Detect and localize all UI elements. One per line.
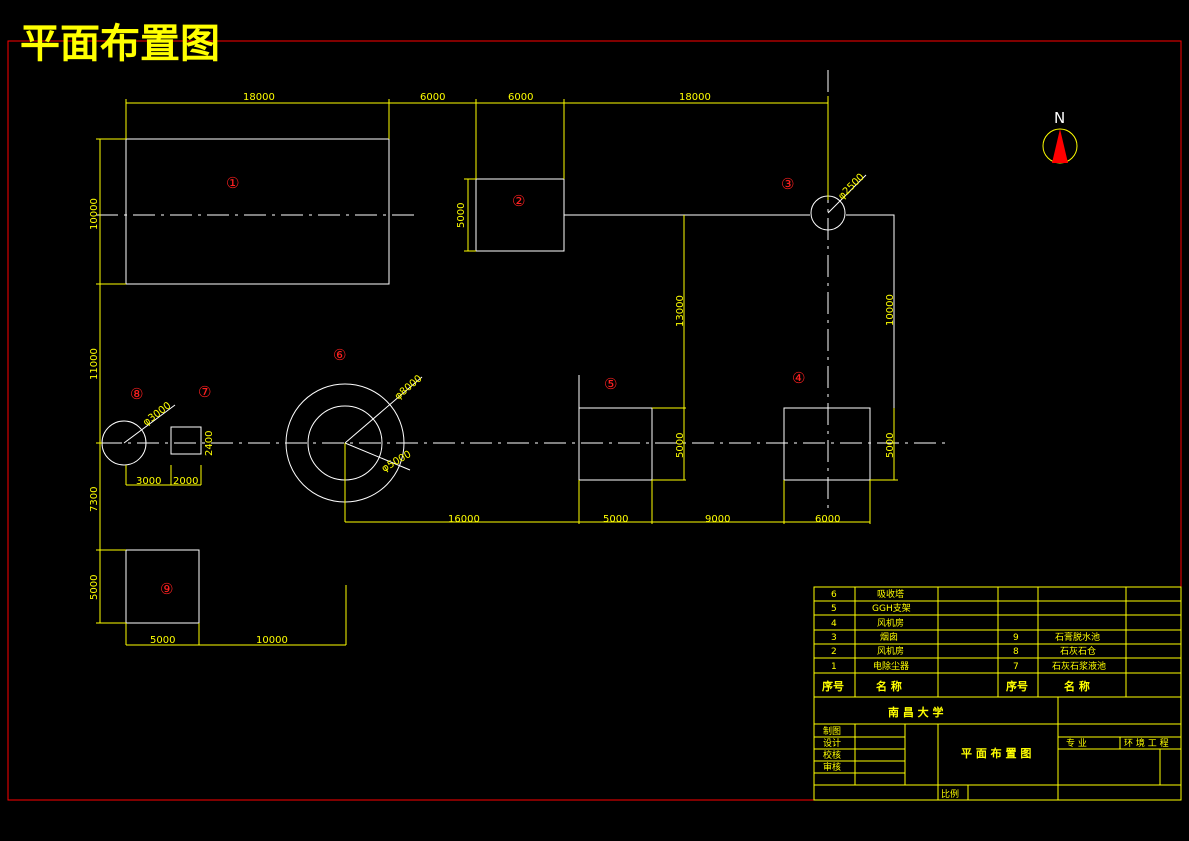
label-4: ④: [792, 369, 805, 387]
dim-d2500: φ2500: [836, 172, 866, 202]
drawing-name: 平 面 布 置 图: [961, 746, 1031, 760]
building-5: [578, 407, 653, 481]
dim-box5-h: 5000: [675, 433, 686, 458]
dimension-lines: [96, 96, 898, 646]
header-no-2: 序号: [1006, 679, 1028, 693]
dim-box9-gap: 10000: [256, 635, 288, 646]
tank-7: [170, 426, 202, 455]
parts-row-2-no: 2: [831, 647, 837, 657]
dim-b3000: 3000: [136, 476, 161, 487]
label-9: ⑨: [160, 580, 173, 598]
parts-row-9-no: 9: [1013, 633, 1019, 643]
parts-row-7-name: 石灰石浆液池: [1052, 660, 1106, 672]
dim-left-3: 7300: [89, 487, 100, 512]
label-6: ⑥: [333, 346, 346, 364]
scale-label: 比例: [941, 788, 959, 800]
label-7: ⑦: [198, 383, 211, 401]
header-no: 序号: [822, 679, 844, 693]
building-9: [125, 549, 200, 624]
label-5: ⑤: [604, 375, 617, 393]
building-4: [783, 407, 871, 481]
parts-row-3-no: 3: [831, 633, 837, 643]
dim-top-4: 18000: [679, 92, 711, 103]
major-label: 专 业: [1066, 737, 1087, 749]
parts-row-1-no: 1: [831, 662, 837, 672]
label-8: ⑧: [130, 385, 143, 403]
dim-bot-16000: 16000: [448, 514, 480, 525]
parts-row-5-no: 5: [831, 604, 837, 614]
role-check: 校核: [823, 749, 841, 761]
dim-box2-h: 5000: [456, 203, 467, 228]
dim-bot-6000: 6000: [815, 514, 840, 525]
parts-row-1-name: 电除尘器: [873, 660, 909, 672]
role-drawn: 制图: [823, 725, 841, 737]
north-arrow-icon: N: [1042, 109, 1078, 164]
parts-row-6-name: 吸收塔: [877, 588, 904, 600]
parts-row-4-name: 风机房: [877, 617, 904, 629]
parts-row-4-no: 4: [831, 619, 837, 629]
dim-v13000: 13000: [675, 295, 686, 327]
role-review: 审核: [823, 761, 841, 773]
dim-b2000: 2000: [173, 476, 198, 487]
dim-top-2: 6000: [420, 92, 445, 103]
dim-left-1: 10000: [89, 198, 100, 230]
building-1: [125, 138, 390, 285]
drawing-frame: [7, 40, 1182, 801]
parts-row-7-no: 7: [1013, 662, 1019, 672]
parts-row-2-name: 风机房: [877, 645, 904, 657]
dim-bot-9000: 9000: [705, 514, 730, 525]
drawing-title: 平面布置图: [20, 20, 220, 67]
parts-row-9-name: 石膏脱水池: [1055, 631, 1100, 643]
parts-row-8-no: 8: [1013, 647, 1019, 657]
dim-box4-h: 5000: [885, 433, 896, 458]
title-block: [813, 586, 1182, 801]
dim-left-4: 5000: [89, 575, 100, 600]
parts-row-3-name: 烟囱: [880, 631, 898, 643]
dim-bot-5000: 5000: [603, 514, 628, 525]
dim-box7-h: 2400: [204, 431, 215, 456]
dim-top-1: 18000: [243, 92, 275, 103]
dim-v10000: 10000: [885, 294, 896, 326]
label-3: ③: [781, 175, 794, 193]
svg-text:N: N: [1054, 109, 1065, 127]
building-2: [475, 178, 565, 252]
dim-left-2: 11000: [89, 348, 100, 380]
duct-line: [564, 214, 895, 408]
major-value: 环 境 工 程: [1124, 737, 1169, 749]
dim-top-3: 6000: [508, 92, 533, 103]
role-design: 设计: [823, 737, 841, 749]
header-name: 名 称: [876, 679, 902, 693]
parts-row-8-name: 石灰石仓: [1060, 645, 1096, 657]
parts-row-5-name: GGH支架: [872, 602, 911, 614]
dim-d8000: φ8000: [393, 373, 425, 402]
label-2: ②: [512, 192, 525, 210]
dim-box9-w: 5000: [150, 635, 175, 646]
parts-row-6-no: 6: [831, 590, 837, 600]
header-name-2: 名 称: [1064, 679, 1090, 693]
school-name: 南 昌 大 学: [888, 705, 944, 719]
label-1: ①: [226, 174, 239, 192]
dim-d3000: φ3000: [141, 400, 173, 428]
